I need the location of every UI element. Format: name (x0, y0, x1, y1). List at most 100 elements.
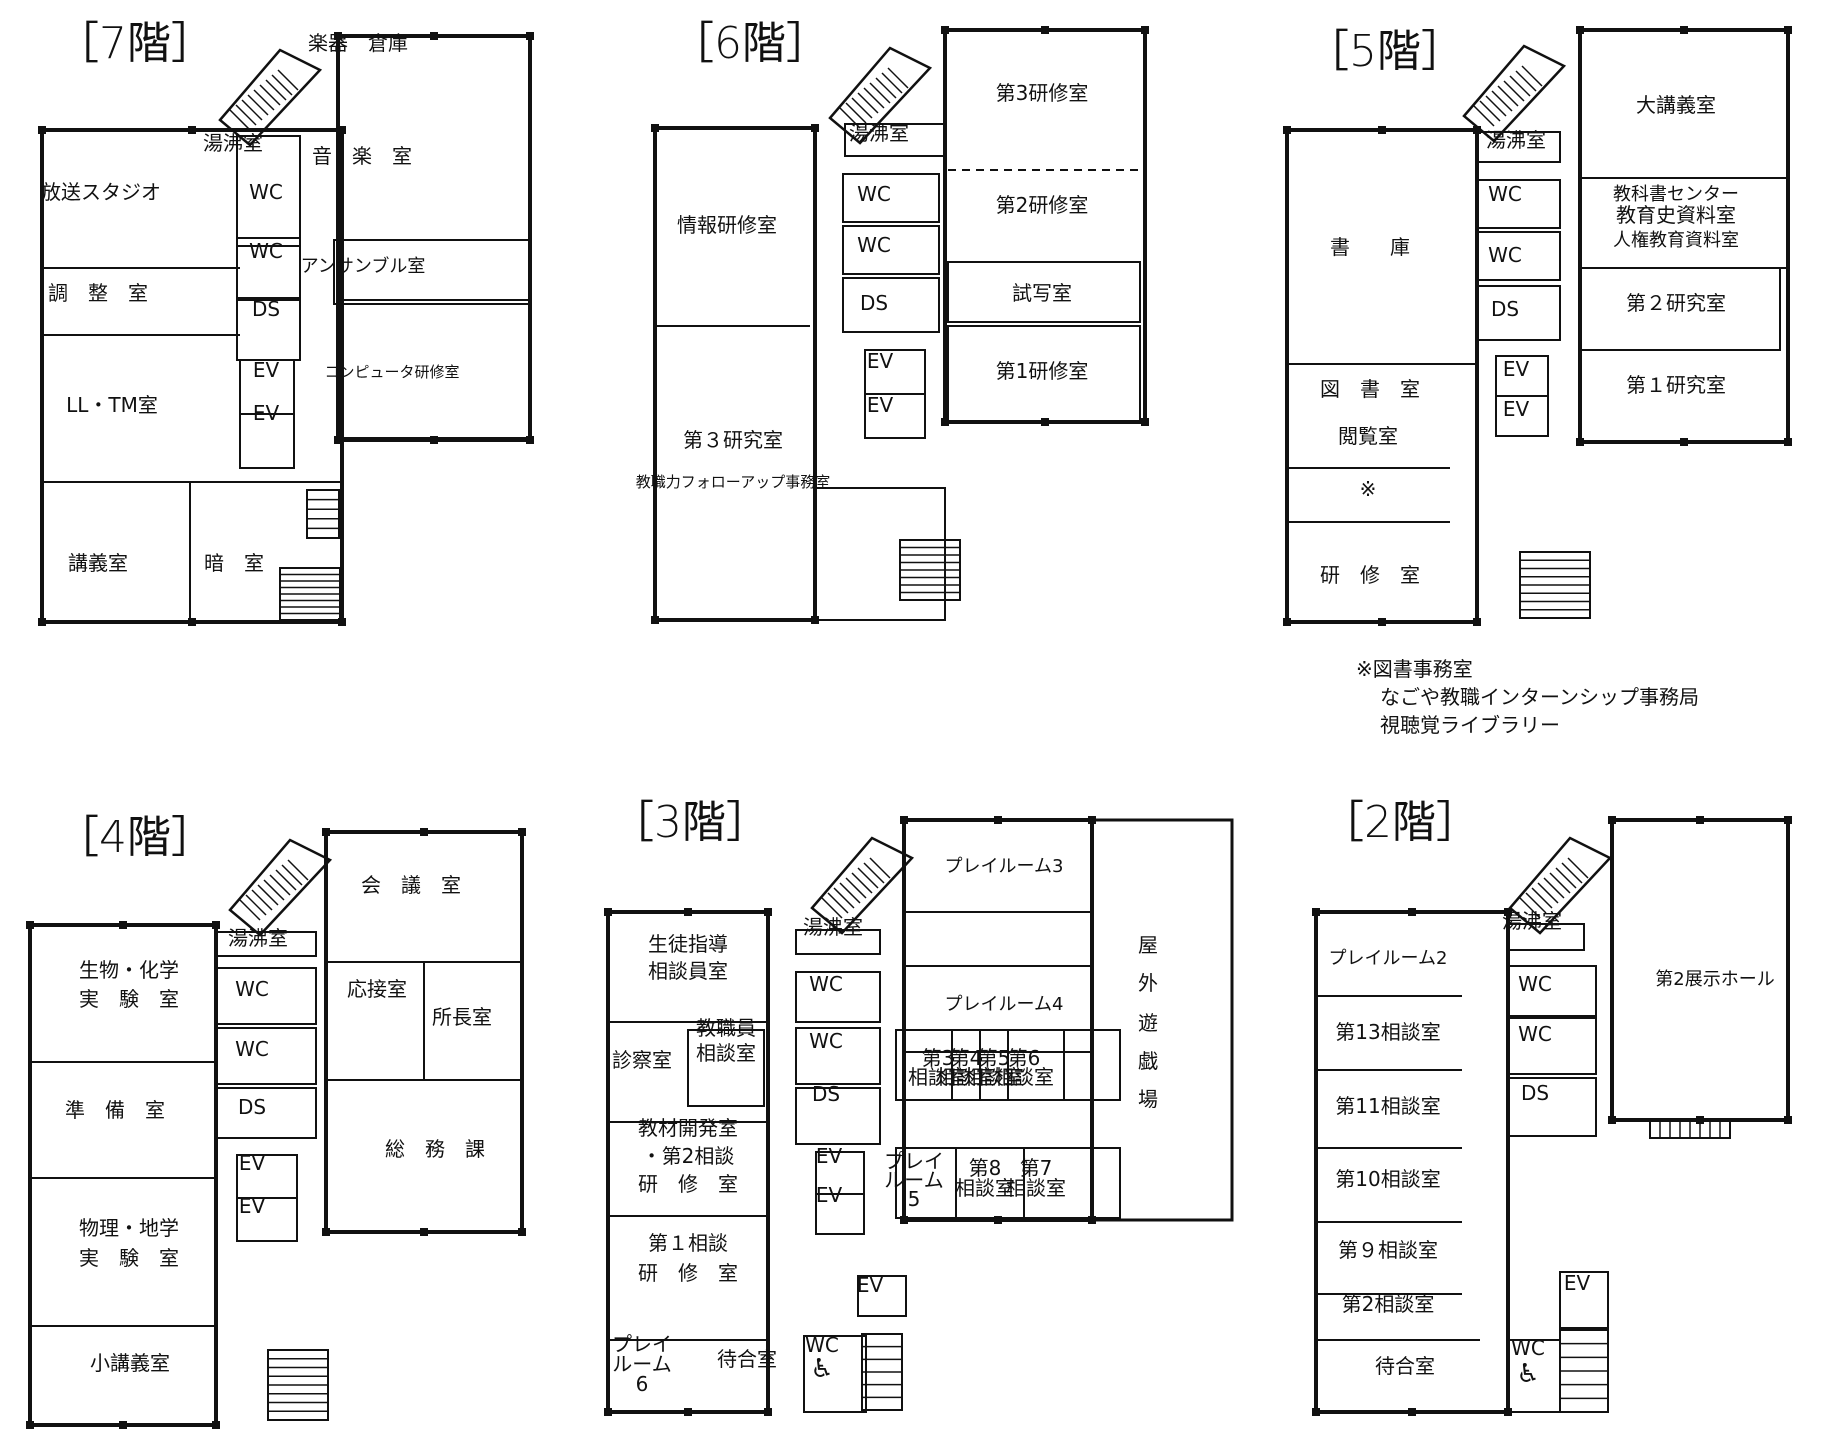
room-label-playroom3: プレイルーム3 (945, 856, 1064, 877)
room-label-reading: 閲覧室 (1338, 424, 1398, 448)
room-label-staff_1: 教職員 (696, 1016, 756, 1040)
room-label-guidance_1: 生徒指導 (648, 932, 728, 956)
room-label-info: 情報研修室 (677, 213, 777, 237)
room-label-outdoor_4: 戯 (1138, 1049, 1158, 1073)
room-label-pr5_3: 5 (908, 1187, 921, 1211)
room-label-kettle: 湯沸室 (203, 131, 263, 155)
room-label-biochem_1: 生物・化学 (79, 958, 179, 982)
room-label-training: 研 修 室 (1320, 563, 1420, 587)
room-label-library: 図 書 室 (1320, 377, 1420, 401)
room-label-material_2: ・第2相談 (642, 1144, 735, 1168)
room-label-wc1: WC (249, 180, 283, 204)
room-label-stacks: 書 庫 (1330, 235, 1410, 259)
room-label-waiting: 待合室 (717, 1347, 777, 1371)
room-label-textbook_2: 教育史資料室 (1616, 203, 1736, 227)
wheelchair-icon: ♿ (1516, 1359, 1539, 1389)
room-label-hall2: 第2展示ホール (1655, 969, 1774, 990)
room-label-playroom4: プレイルーム4 (945, 994, 1064, 1015)
room-label-wc1: WC (1518, 972, 1552, 996)
room-label-c9: 第９相談室 (1338, 1238, 1438, 1262)
room-label-ev2: EV (239, 1194, 266, 1218)
room-label-research1: 第１研究室 (1626, 373, 1726, 397)
room-label-ds: DS (1491, 297, 1519, 321)
wheelchair-icon: ♿ (810, 1354, 833, 1384)
footnote-line: 視聴覚ライブラリー (1380, 713, 1560, 737)
room-label-followup: 教職力フォローアップ事務室 (636, 473, 830, 491)
room-label-c7_2: 相談室 (1006, 1176, 1066, 1200)
room-label-ds: DS (860, 291, 888, 315)
room-label-physgeo_2: 実 験 室 (79, 1246, 179, 1270)
room-label-research2: 第２研究室 (1626, 291, 1726, 315)
room-label-c6_2: 相談室 (994, 1065, 1054, 1089)
room-label-prep: 準 備 室 (65, 1098, 165, 1122)
room-label-material_1: 教材開発室 (638, 1116, 738, 1140)
room-label-material_3: 研 修 室 (638, 1172, 738, 1196)
room-label-general: 総 務 課 (385, 1137, 485, 1161)
room-label-wc2: WC (1518, 1022, 1552, 1046)
room-label-ds: DS (252, 297, 280, 321)
room-label-c4_1: 第4 (950, 1046, 983, 1070)
room-label-wc3: WC (805, 1333, 839, 1357)
room-label-c6_1: 第6 (1008, 1046, 1041, 1070)
room-label-biochem_2: 実 験 室 (79, 987, 179, 1011)
room-label-playroom2: プレイルーム2 (1329, 948, 1448, 969)
room-label-ds: DS (812, 1082, 840, 1106)
room-label-outdoor_2: 外 (1138, 971, 1158, 995)
footnote-line: なごや教職インターンシップ事務局 (1380, 685, 1699, 709)
room-label-clinic: 診察室 (612, 1048, 672, 1072)
room-label-consult1_1: 第１相談 (648, 1231, 728, 1255)
floor-label: ［5階］ (1305, 26, 1465, 77)
room-label-ll_tm: LL・TM室 (66, 393, 158, 417)
footnote-line: ※図書事務室 (1356, 657, 1473, 681)
room-label-wc2: WC (249, 239, 283, 263)
room-label-ev1: EV (239, 1151, 266, 1175)
room-label-ev2: EV (867, 393, 894, 417)
room-label-textbook_1: 教科書センター (1613, 184, 1739, 205)
room-label-reception: 応接室 (347, 977, 407, 1001)
room-label-ensemble: アンサンブル室 (301, 255, 426, 277)
room-label-wc1: WC (235, 977, 269, 1001)
room-label-staff_2: 相談室 (696, 1041, 756, 1065)
room-label-c8_2: 相談室 (955, 1176, 1015, 1200)
room-label-outdoor_5: 場 (1138, 1087, 1158, 1111)
room-label-computer: コンピュータ研修室 (324, 363, 459, 381)
room-label-music: 音 楽 室 (312, 144, 412, 168)
room-label-wc2: WC (809, 1029, 843, 1053)
room-label-conference: 会 議 室 (361, 873, 461, 897)
room-label-wc1: WC (857, 182, 891, 206)
room-label-training1: 第1研修室 (996, 359, 1089, 383)
room-label-textbook_3: 人権教育資料室 (1613, 230, 1739, 251)
room-label-copy: 試写室 (1012, 281, 1072, 305)
room-label-kettle: 湯沸室 (1502, 909, 1562, 933)
room-label-ev3: EV (857, 1273, 884, 1297)
room-label-c8_1: 第8 (969, 1156, 1002, 1180)
room-label-wc1: WC (1488, 182, 1522, 206)
room-label-c13: 第13相談室 (1335, 1020, 1440, 1044)
room-label-pr6_1: プレイ (612, 1332, 672, 1356)
room-label-lecture: 講義室 (68, 551, 128, 575)
room-label-outdoor_3: 遊 (1138, 1011, 1158, 1035)
room-label-ev2: EV (816, 1183, 843, 1207)
room-label-ev1: EV (816, 1144, 843, 1168)
room-label-physgeo_1: 物理・地学 (79, 1216, 179, 1240)
room-label-training2: 第2研修室 (996, 193, 1089, 217)
room-label-c4_2: 相談室 (936, 1065, 996, 1089)
room-label-c5_2: 相談室 (964, 1065, 1024, 1089)
room-label-waiting: 待合室 (1375, 1354, 1435, 1378)
room-label-ev2: EV (253, 401, 280, 425)
room-label-wc1: WC (809, 972, 843, 996)
floor-label: ［3階］ (610, 797, 770, 848)
room-label-kettle: 湯沸室 (228, 926, 288, 950)
room-label-pr5_2: ルーム (884, 1168, 943, 1192)
room-label-c2: 第2相談室 (1342, 1292, 1435, 1316)
floor-label: ［7階］ (55, 18, 215, 69)
room-label-small_lecture: 小講義室 (90, 1351, 170, 1375)
room-label-wc2: WC (235, 1037, 269, 1061)
room-label-pr6_2: ルーム (612, 1352, 671, 1376)
room-label-outdoor_1: 屋 (1138, 933, 1158, 957)
room-label-c5_1: 第5 (978, 1046, 1011, 1070)
room-label-research3: 第３研究室 (683, 428, 783, 452)
room-label-ds: DS (1521, 1081, 1549, 1105)
room-label-kettle: 湯沸室 (803, 915, 863, 939)
